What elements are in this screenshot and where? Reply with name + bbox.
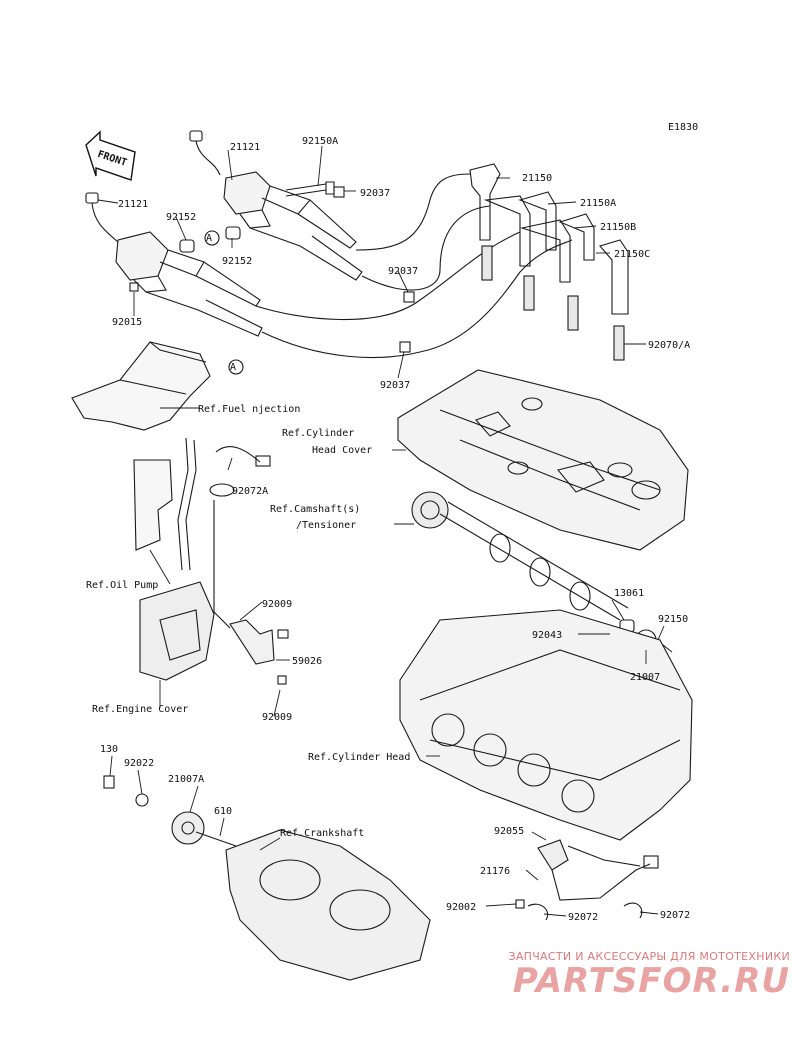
ref-camshaft-line1: Ref.Camshaft(s) xyxy=(270,504,360,515)
label-21150c: 21150C xyxy=(614,249,650,260)
ignition-coil-lower xyxy=(85,192,263,337)
ref-fuel-injection: Ref.Fuel njection xyxy=(198,404,300,415)
camshaft xyxy=(411,491,629,621)
fuel-injection-bracket xyxy=(71,341,211,431)
cylinder-head xyxy=(399,609,693,841)
label-92152: 92152 xyxy=(166,212,196,223)
label-92072: 92072 xyxy=(568,912,598,923)
callout-a-circle xyxy=(228,359,244,375)
labels: E1830 FRONT 21121 21121 92150A 92037 920… xyxy=(86,122,698,923)
label-92009: 92009 xyxy=(262,599,292,610)
cylinder-head-cover xyxy=(397,369,689,551)
watermark-logo: PARTSFOR.RU xyxy=(512,961,790,1001)
label-92055: 92055 xyxy=(494,826,524,837)
ref-cylinder-head: Ref.Cylinder Head xyxy=(308,752,410,763)
callout-a-label: A xyxy=(230,362,236,373)
label-21150b: 21150B xyxy=(600,222,636,233)
label-92072: 92072 xyxy=(660,910,690,921)
label-92152: 92152 xyxy=(222,256,252,267)
label-92022: 92022 xyxy=(124,758,154,769)
label-92150: 92150 xyxy=(658,614,688,625)
sensor-59026 xyxy=(213,500,289,685)
label-21007a: 21007A xyxy=(168,774,204,785)
label-92072a: 92072A xyxy=(232,486,268,497)
ref-cylinder-head-cover-line1: Ref.Cylinder xyxy=(282,428,354,439)
ref-cylinder-head-cover-line2: Head Cover xyxy=(312,445,372,456)
label-92009: 92009 xyxy=(262,712,292,723)
watermark: ЗАПЧАСТИ И АКСЕССУАРЫ ДЛЯ МОТОТЕХНИКИ PA… xyxy=(470,950,790,1001)
label-21150: 21150 xyxy=(522,173,552,184)
callout-a-circle xyxy=(204,230,220,246)
hose-92072a xyxy=(209,446,271,497)
label-21121: 21121 xyxy=(230,142,260,153)
label-13061: 13061 xyxy=(614,588,644,599)
label-610: 610 xyxy=(214,806,232,817)
ref-engine-cover: Ref.Engine Cover xyxy=(92,704,188,715)
label-59026: 59026 xyxy=(292,656,322,667)
oil-pump-bracket xyxy=(133,437,197,571)
label-92037: 92037 xyxy=(380,380,410,391)
spacer-92152 xyxy=(179,226,241,253)
ref-crankshaft: Ref.Crankshaft xyxy=(280,828,364,839)
clamp-92037 xyxy=(333,186,415,353)
label-92002: 92002 xyxy=(446,902,476,913)
label-92043: 92043 xyxy=(532,630,562,641)
ignition-coil-upper xyxy=(189,130,363,281)
ref-camshaft-line2: /Tensioner xyxy=(296,520,356,531)
sensor-21176 xyxy=(515,839,659,921)
label-92070a: 92070/A xyxy=(648,340,690,351)
watermark-tagline: ЗАПЧАСТИ И АКСЕССУАРЫ ДЛЯ МОТОТЕХНИКИ xyxy=(508,950,790,963)
engine-cover xyxy=(139,581,215,681)
diagram-code: E1830 xyxy=(668,122,698,133)
label-21007: 21007 xyxy=(630,672,660,683)
label-92150a: 92150A xyxy=(302,136,338,147)
label-130: 130 xyxy=(100,744,118,755)
leader-lines xyxy=(97,145,665,917)
bolt-92015 xyxy=(129,282,139,292)
label-21176: 21176 xyxy=(480,866,510,877)
callout-a-label: A xyxy=(206,233,212,244)
crank-sprocket-assembly xyxy=(103,775,237,847)
label-92037: 92037 xyxy=(360,188,390,199)
plug-caps xyxy=(469,163,629,315)
ref-oil-pump: Ref.Oil Pump xyxy=(86,580,158,591)
crankshaft xyxy=(225,829,431,981)
label-92037: 92037 xyxy=(388,266,418,277)
front-arrow-icon xyxy=(85,130,136,181)
label-92015: 92015 xyxy=(112,317,142,328)
label-21150a: 21150A xyxy=(580,198,616,209)
label-21121: 21121 xyxy=(118,199,148,210)
spark-plugs xyxy=(481,245,625,361)
